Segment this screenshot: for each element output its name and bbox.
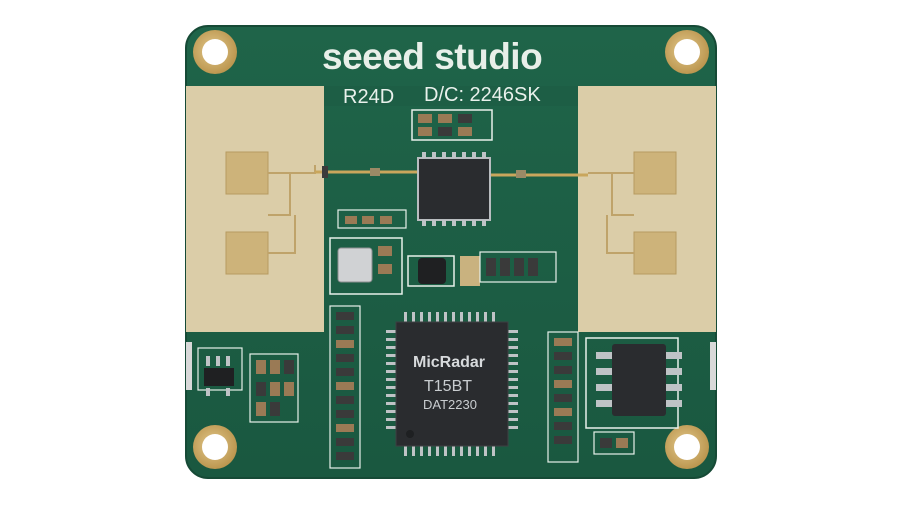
rf-chip — [417, 152, 491, 226]
mcu-code-text: DAT2230 — [423, 397, 477, 412]
regulator — [197, 347, 243, 396]
mounting-hole — [665, 425, 709, 469]
antenna-area-left — [186, 86, 324, 332]
resistor-column — [329, 305, 361, 469]
antenna-patch — [633, 231, 677, 275]
resistor-column — [547, 331, 579, 463]
mounting-hole — [193, 30, 237, 74]
mcu-part-text: T15BT — [424, 378, 473, 395]
capacitor-array — [411, 109, 493, 141]
mounting-hole — [193, 425, 237, 469]
antenna-patch — [225, 151, 269, 195]
mcu-brand-text: MicRadar — [413, 354, 486, 371]
brand-logo-text: seeed studio — [322, 36, 543, 77]
antenna-patch — [633, 151, 677, 195]
antenna-patch — [225, 231, 269, 275]
mounting-hole — [665, 30, 709, 74]
mcu-chip — [386, 312, 518, 456]
resistor-array — [479, 251, 557, 283]
date-code-label: D/C: 2246SK — [424, 84, 541, 106]
flash-chip — [585, 337, 682, 455]
capacitor-array — [249, 353, 299, 423]
antenna-area-right — [578, 86, 716, 332]
model-label: R24D — [343, 86, 395, 108]
